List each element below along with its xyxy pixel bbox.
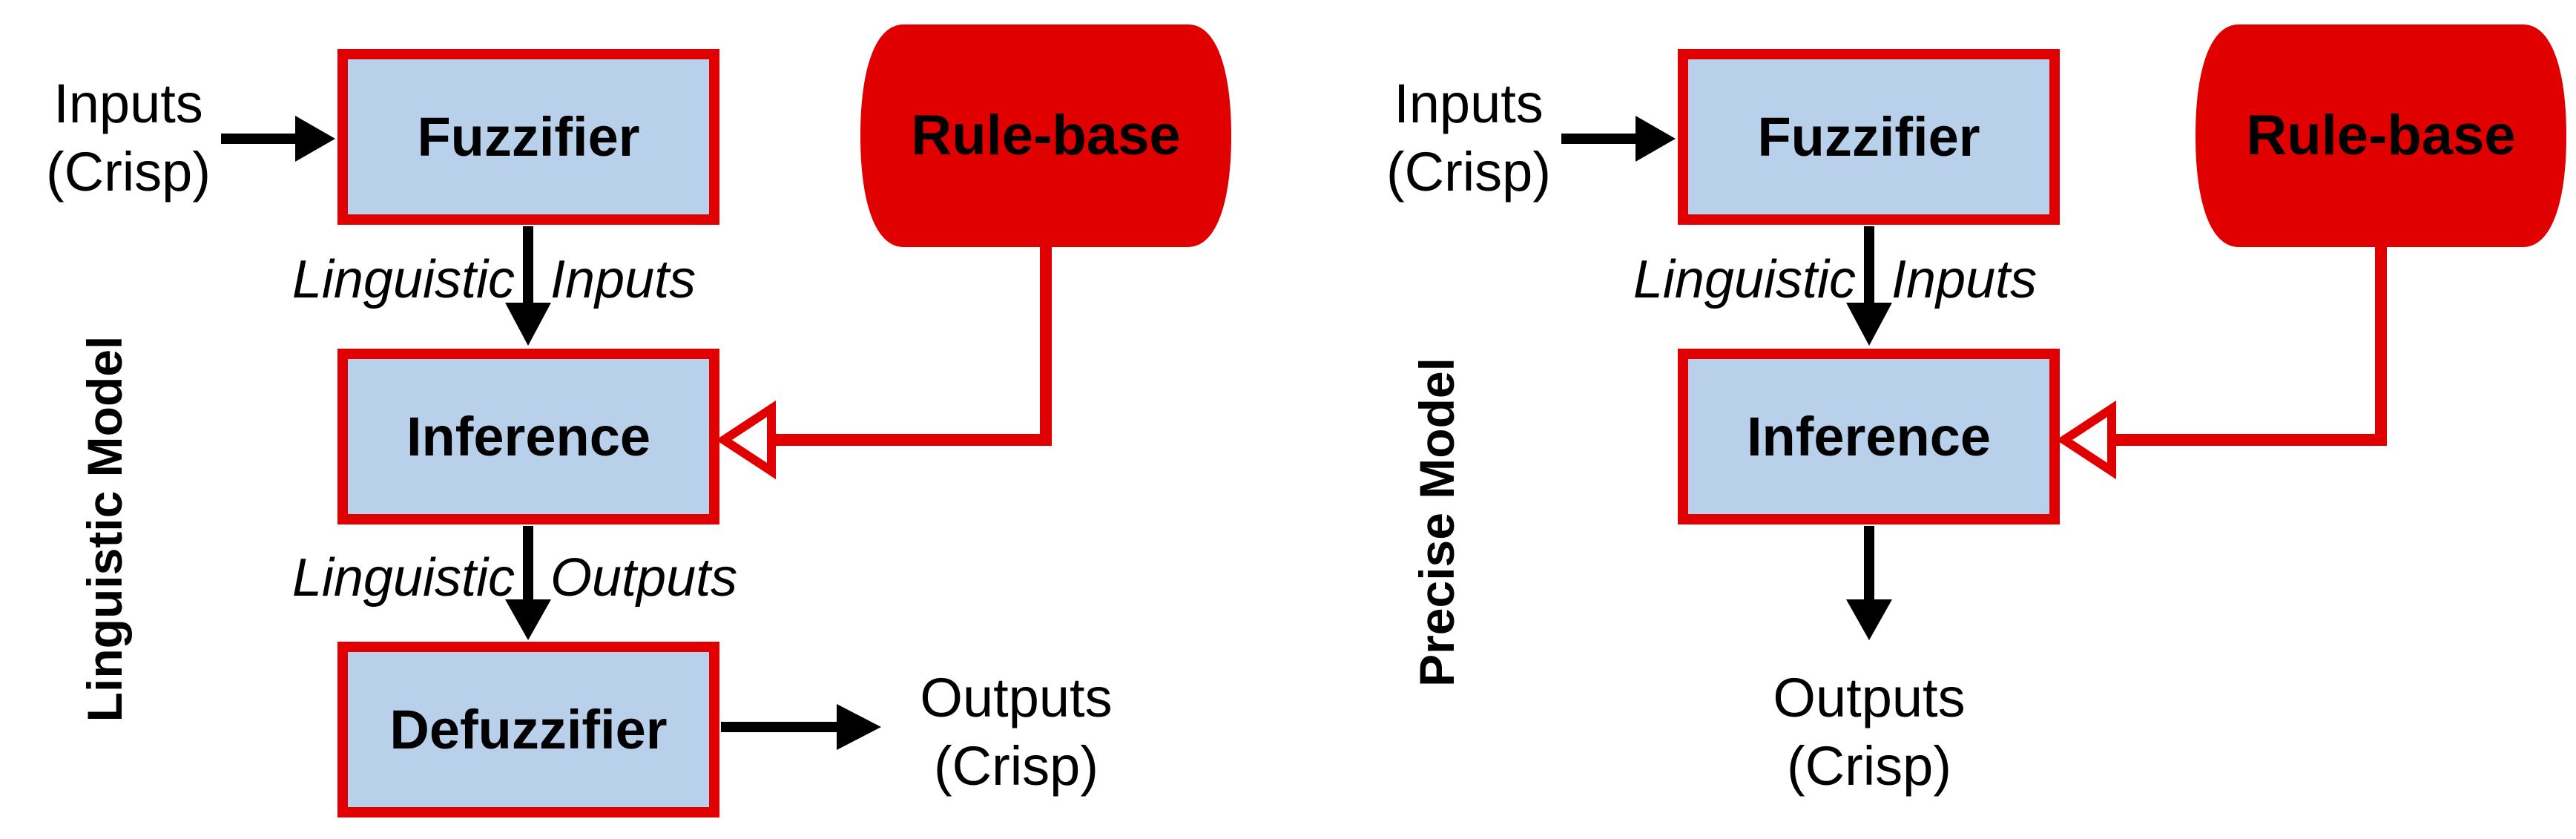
arrow-head [837,704,881,750]
arrow-head [295,116,335,162]
inputs-label-right-line1: Inputs [1394,73,1544,134]
inputs-label-left-line1: Inputs [53,73,203,134]
arrow-head [505,303,551,346]
inference-label-right: Inference [1746,405,1992,467]
fuzzifier-box-right: Fuzzifier [1678,49,2060,225]
arrow-head [1846,303,1892,346]
arrow-head [505,599,551,640]
rule-base-open-arrowhead-right [2056,400,2116,480]
rule-base-connector-left [774,245,1052,446]
flow-label-linguistic-inputs-left-word1: Linguistic [291,250,515,309]
fuzzifier-to-inference-arrow-left [505,226,551,346]
defuzzifier-label-left: Defuzzifier [389,698,668,760]
defuzzifier-to-outputs-arrow-left [721,704,881,750]
fuzzifier-label-right: Fuzzifier [1757,105,1980,168]
crisp-inputs-arrow-right [1561,116,1676,162]
flow-label-linguistic-outputs-left-word2: Outputs [550,548,738,608]
fuzzifier-to-inference-arrow-right [1846,226,1892,346]
inference-box-left: Inference [337,349,719,524]
inputs-label-right-line2: (Crisp) [1386,141,1551,203]
outputs-label-left-line1: Outputs [920,667,1113,728]
crisp-inputs-arrow-left [221,116,335,162]
rule-base-connector-right [2115,245,2387,446]
side-label-precise-model: Precise Model [1409,358,1464,687]
inference-box-right: Inference [1678,349,2060,524]
inference-label-left: Inference [406,405,651,467]
defuzzifier-box-left: Defuzzifier [337,642,719,817]
rule-base-label-left: Rule-base [911,104,1181,167]
flow-label-linguistic-inputs-left-word2: Inputs [550,250,696,309]
flow-label-linguistic-outputs-left-word1: Linguistic [291,548,515,608]
inputs-label-left: Inputs (Crisp) [21,70,236,206]
arrow-head [1846,599,1892,640]
side-label-linguistic-model: Linguistic Model [77,335,132,723]
rule-base-shape-right [2195,24,2566,247]
inputs-label-left-line2: (Crisp) [46,141,211,203]
outputs-label-left-line2: (Crisp) [934,735,1098,797]
rule-base-open-arrowhead-left [716,400,776,480]
inputs-label-right: Inputs (Crisp) [1361,70,1576,206]
flow-label-linguistic-inputs-right-word2: Inputs [1891,250,2038,309]
rule-base-label-right: Rule-base [2246,104,2516,167]
flow-label-linguistic-inputs-right-word1: Linguistic [1633,250,1856,309]
outputs-label-left: Outputs (Crisp) [890,664,1142,800]
inference-to-outputs-arrow-right [1846,526,1892,640]
outputs-label-right: Outputs (Crisp) [1743,664,1995,800]
rule-base-shape-left [860,24,1231,247]
arrow-head [1635,116,1676,162]
inference-to-defuzzifier-arrow-left [505,526,551,640]
fuzzifier-label-left: Fuzzifier [417,105,640,168]
outputs-label-right-line1: Outputs [1773,667,1966,728]
fuzzifier-box-left: Fuzzifier [337,49,719,225]
outputs-label-right-line2: (Crisp) [1787,735,1951,797]
